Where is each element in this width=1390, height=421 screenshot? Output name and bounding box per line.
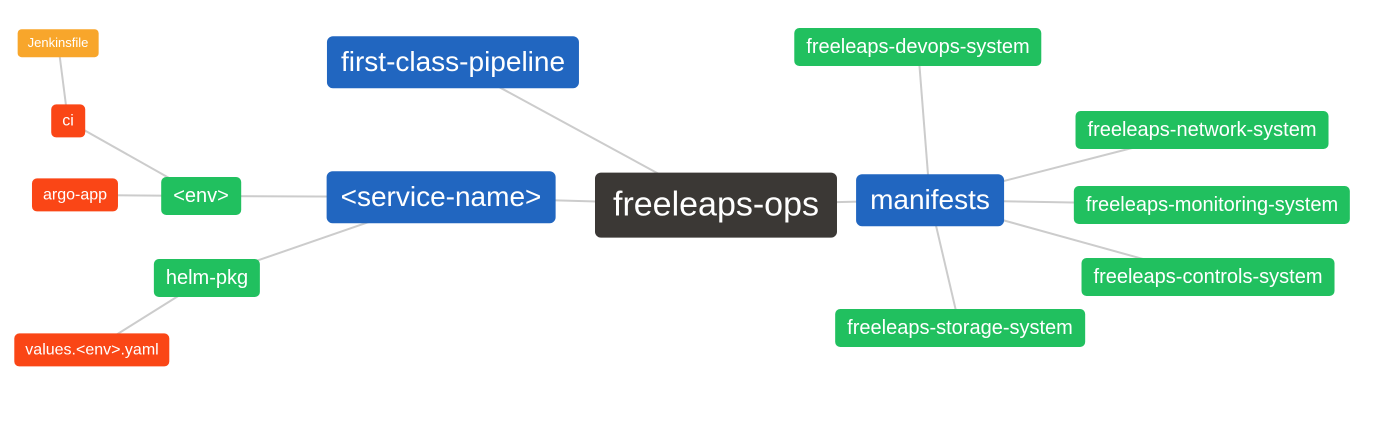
node-argo-app[interactable]: argo-app	[31, 178, 119, 212]
node-service-name[interactable]: <service-name>	[326, 171, 556, 223]
node-freeleaps-monitoring-system[interactable]: freeleaps-monitoring-system	[1073, 186, 1351, 224]
node-helm-pkg[interactable]: helm-pkg	[153, 259, 261, 297]
node-freeleaps-network-system[interactable]: freeleaps-network-system	[1075, 111, 1329, 149]
node-manifests[interactable]: manifests	[856, 174, 1004, 226]
node-env[interactable]: <env>	[161, 177, 241, 215]
node-ci[interactable]: ci	[51, 104, 85, 138]
node-freeleaps-ops[interactable]: freeleaps-ops	[594, 172, 838, 238]
node-freeleaps-devops-system[interactable]: freeleaps-devops-system	[794, 28, 1042, 66]
node-jenkinsfile[interactable]: Jenkinsfile	[17, 29, 99, 57]
node-freeleaps-controls-system[interactable]: freeleaps-controls-system	[1081, 258, 1335, 296]
node-values-env-yaml[interactable]: values.<env>.yaml	[14, 333, 170, 367]
node-first-class-pipeline[interactable]: first-class-pipeline	[326, 36, 580, 88]
node-freeleaps-storage-system[interactable]: freeleaps-storage-system	[835, 309, 1085, 347]
